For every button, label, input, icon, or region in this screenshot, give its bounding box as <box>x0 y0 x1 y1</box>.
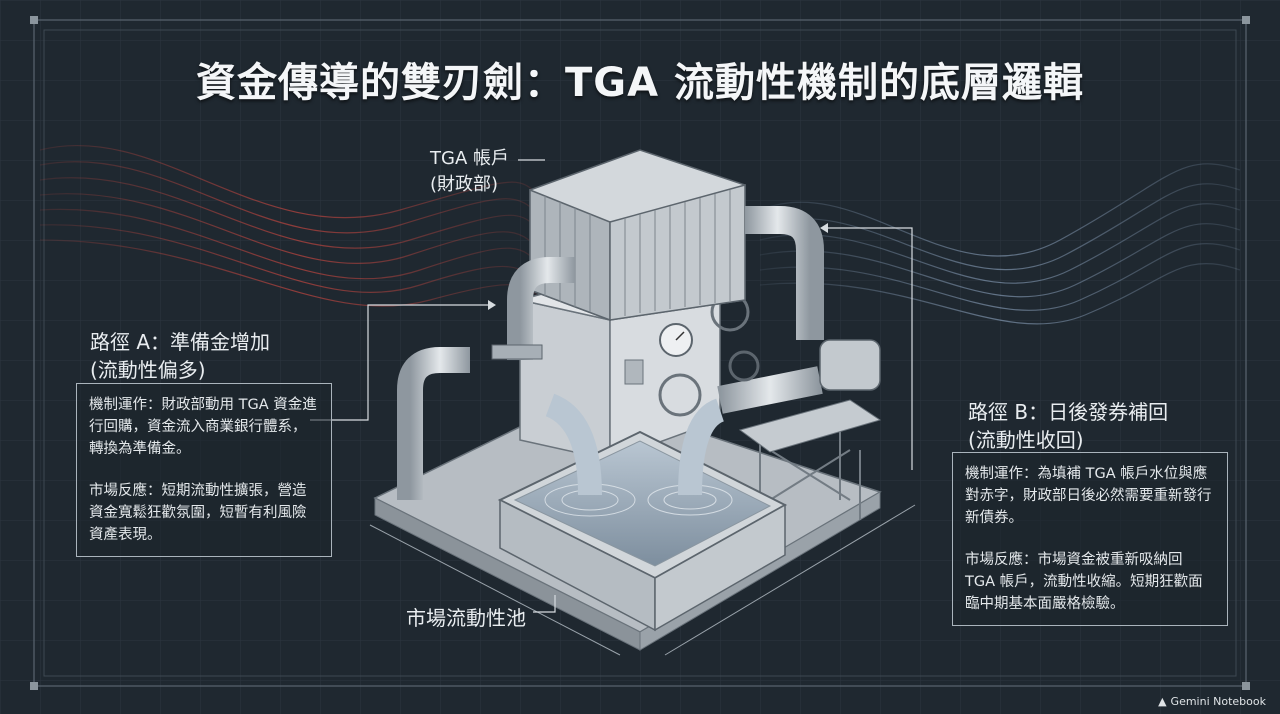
path-b-heading: 路徑 B：日後發券補回 (流動性收回) <box>968 398 1168 454</box>
path-a-mechanism: 機制運作：財政部動用 TGA 資金進行回購，資金流入商業銀行體系，轉換為準備金。 <box>89 397 317 457</box>
market-pool-label: 市場流動性池 <box>406 606 526 630</box>
path-a-reaction: 市場反應：短期流動性擴張，營造資金寬鬆狂歡氛圍，短暫有利風險資產表現。 <box>89 483 307 543</box>
path-b-mechanism: 機制運作：為填補 TGA 帳戶水位與應對赤字，財政部日後必然需要重新發行新債券。 <box>965 466 1212 526</box>
path-b-reaction: 市場反應：市場資金被重新吸納回 TGA 帳戶，流動性收縮。短期狂歡面臨中期基本面… <box>965 552 1203 612</box>
tga-label: TGA 帳戶 (財政部) <box>430 146 509 198</box>
page-title: 資金傳導的雙刃劍：TGA 流動性機制的底層邏輯 <box>196 60 1084 106</box>
footer-brand: ▲ Gemini Notebook <box>1158 695 1266 708</box>
path-b-box: 機制運作：為填補 TGA 帳戶水位與應對赤字，財政部日後必然需要重新發行新債券。… <box>952 452 1228 626</box>
tga-label-line2: (財政部) <box>430 174 499 195</box>
path-a-box: 機制運作：財政部動用 TGA 資金進行回購，資金流入商業銀行體系，轉換為準備金。… <box>76 383 332 557</box>
path-a-heading: 路徑 A：準備金增加 (流動性偏多) <box>90 328 270 384</box>
path-b-subtitle: (流動性收回) <box>968 428 1084 452</box>
footer-text: Gemini Notebook <box>1170 695 1266 708</box>
path-b-title: 路徑 B：日後發券補回 <box>968 400 1169 424</box>
tga-label-line1: TGA 帳戶 <box>430 148 509 169</box>
notebook-icon: ▲ <box>1158 695 1167 708</box>
path-a-subtitle: (流動性偏多) <box>90 358 206 382</box>
path-a-title: 路徑 A：準備金增加 <box>90 330 271 354</box>
